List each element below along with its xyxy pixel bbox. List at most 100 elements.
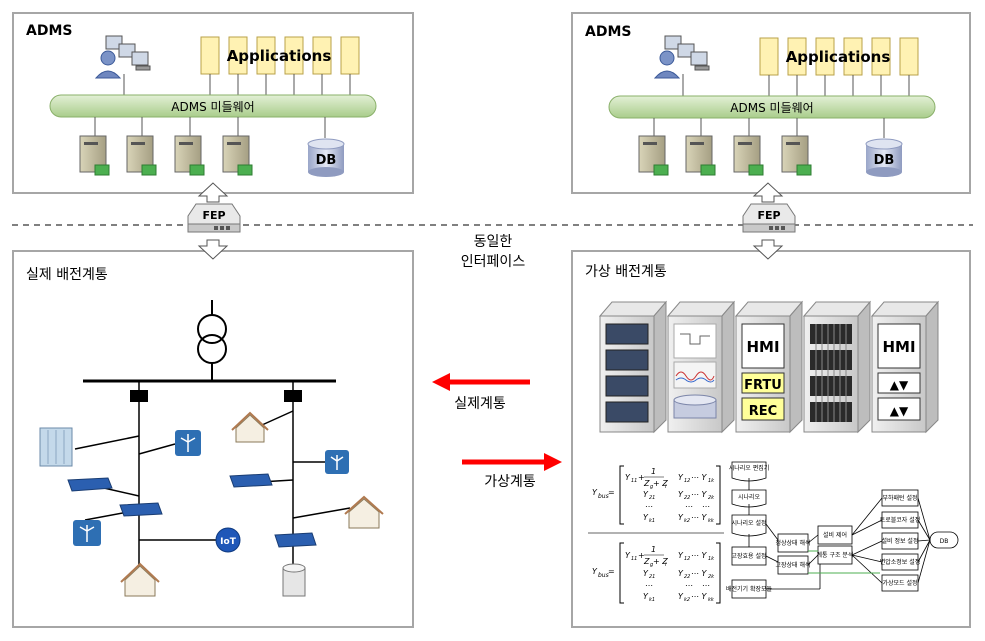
svg-text:2k: 2k bbox=[708, 574, 715, 580]
svg-text:Y: Y bbox=[625, 473, 631, 482]
io-rack-icon bbox=[802, 300, 872, 434]
svg-text:⋯: ⋯ bbox=[645, 502, 653, 511]
flow-node-scenario-setting: 시나리오 설정 bbox=[731, 519, 766, 527]
svg-text:Y: Y bbox=[643, 569, 649, 578]
svg-text:=: = bbox=[608, 488, 615, 497]
server-icon bbox=[222, 135, 253, 176]
svg-text:⋯: ⋯ bbox=[685, 502, 693, 511]
virtual-system-title: 가상 배전계통 bbox=[585, 264, 667, 280]
adms-right-diagram: Applications ADMS 미들웨어 DB bbox=[608, 35, 936, 177]
real-system-arrow bbox=[432, 373, 530, 391]
svg-text:21: 21 bbox=[649, 574, 655, 580]
server-icon-group bbox=[79, 135, 253, 176]
db-label: DB bbox=[316, 153, 337, 168]
svg-text:⋯: ⋯ bbox=[685, 581, 693, 590]
svg-text:kk: kk bbox=[708, 597, 715, 603]
svg-text:k2: k2 bbox=[684, 518, 690, 524]
hmi-rack-icon bbox=[734, 300, 804, 434]
server-icon bbox=[126, 135, 157, 176]
flow-node-transformer-info: 변압소정보 설정 bbox=[880, 558, 921, 566]
svg-text:⋯ Y: ⋯ Y bbox=[691, 569, 708, 578]
server-rack-icon bbox=[666, 300, 736, 434]
server-icon-group bbox=[638, 135, 812, 176]
updown-label: ▲▼ bbox=[890, 404, 909, 418]
switch-device-icon bbox=[274, 532, 317, 548]
svg-text:22: 22 bbox=[684, 495, 690, 501]
server-icon bbox=[638, 135, 669, 176]
svg-text:⋯: ⋯ bbox=[645, 581, 653, 590]
svg-text:12: 12 bbox=[684, 478, 690, 484]
updown-label: ▲▼ bbox=[890, 378, 909, 392]
applications-documents bbox=[759, 37, 919, 76]
breaker-icon bbox=[284, 390, 302, 402]
svg-text:1k: 1k bbox=[708, 556, 715, 562]
applications-label: Applications bbox=[227, 47, 332, 65]
svg-text:Y: Y bbox=[678, 569, 684, 578]
middleware-bar bbox=[49, 94, 377, 118]
virtual-system-arrow-label: 가상계통 bbox=[484, 474, 536, 490]
wind-turbine-icon bbox=[325, 450, 349, 474]
svg-text:12: 12 bbox=[684, 556, 690, 562]
adms-left-title: ADMS bbox=[26, 23, 72, 39]
server-icon bbox=[685, 135, 716, 176]
svg-text:Y: Y bbox=[643, 592, 649, 601]
iot-label: IoT bbox=[220, 537, 237, 547]
svg-text:1: 1 bbox=[651, 467, 656, 476]
svg-text:+: + bbox=[638, 473, 645, 482]
rec-label: REC bbox=[749, 404, 777, 419]
svg-text:Y: Y bbox=[678, 551, 684, 560]
svg-text:Z: Z bbox=[643, 557, 650, 566]
flow-node-normal-analysis: 정상상태 해석 bbox=[775, 539, 810, 547]
svg-text:⋯ Y: ⋯ Y bbox=[691, 490, 708, 499]
switch-device-icon bbox=[229, 473, 273, 488]
svg-text:⋯ Y: ⋯ Y bbox=[691, 551, 708, 560]
flow-node-scenario-editor: 시나리오 편집기 bbox=[729, 464, 770, 472]
svg-text:+: + bbox=[638, 551, 645, 560]
fep-label: FEP bbox=[202, 209, 225, 222]
flow-node-load-pattern: 부하패턴 설정 bbox=[882, 494, 917, 502]
switch-device-icon bbox=[67, 477, 113, 492]
svg-text:Y: Y bbox=[643, 513, 649, 522]
svg-text:kk: kk bbox=[708, 518, 715, 524]
svg-text:Y: Y bbox=[643, 490, 649, 499]
svg-text:21: 21 bbox=[649, 495, 655, 501]
svg-text:Y: Y bbox=[678, 592, 684, 601]
server-icon bbox=[174, 135, 205, 176]
house-icon bbox=[231, 411, 269, 443]
svg-text:⋯ Y: ⋯ Y bbox=[691, 592, 708, 601]
svg-text:Z: Z bbox=[643, 479, 650, 488]
server-icon bbox=[733, 135, 764, 176]
applications-documents bbox=[200, 36, 360, 75]
svg-text:11: 11 bbox=[631, 556, 637, 562]
svg-text:k1: k1 bbox=[649, 597, 655, 603]
svg-text:11: 11 bbox=[631, 478, 637, 484]
operator-workstation-icon bbox=[653, 35, 710, 79]
flow-node-fault-apply: 고장효용 설정 bbox=[731, 552, 766, 560]
flow-node-generator: 가상모드 설정 bbox=[882, 579, 917, 587]
middleware-bar bbox=[608, 95, 936, 119]
real-system-title: 실제 배전계통 bbox=[26, 267, 108, 283]
fep-right: FEP bbox=[742, 182, 796, 260]
flow-node-scenario: 시나리오 bbox=[738, 493, 761, 501]
flow-node-equip-info: 설비 정보 설정 bbox=[882, 537, 919, 545]
svg-text:Y: Y bbox=[678, 473, 684, 482]
adms-right-title: ADMS bbox=[585, 24, 631, 40]
svg-text:l: l bbox=[665, 562, 667, 568]
middleware-label: ADMS 미들웨어 bbox=[730, 101, 813, 115]
svg-text:22: 22 bbox=[684, 574, 690, 580]
server-icon bbox=[79, 135, 110, 176]
svg-text:⋯ Y: ⋯ Y bbox=[691, 513, 708, 522]
svg-text:=: = bbox=[608, 567, 615, 576]
middleware-label: ADMS 미들웨어 bbox=[171, 100, 254, 114]
svg-text:Y: Y bbox=[678, 513, 684, 522]
operator-workstation-icon bbox=[94, 35, 151, 79]
svg-text:g: g bbox=[650, 562, 653, 568]
hmi-label: HMI bbox=[746, 338, 779, 356]
flow-node-fault-analysis: 고장상태 해석 bbox=[775, 561, 810, 569]
breaker-icon bbox=[130, 390, 148, 402]
fep-left: FEP bbox=[187, 182, 241, 260]
flow-node-trouble-relay: 트로블코자 설정 bbox=[880, 516, 921, 524]
same-interface-line2: 인터페이스 bbox=[461, 254, 526, 270]
